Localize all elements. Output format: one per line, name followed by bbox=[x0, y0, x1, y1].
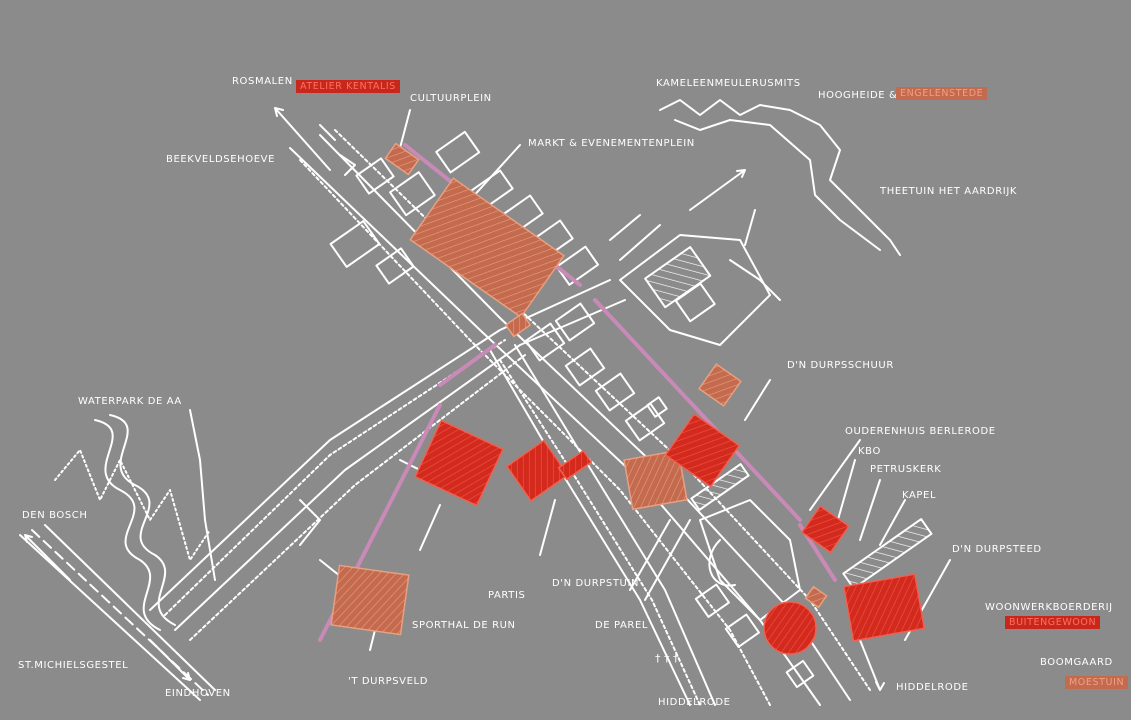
block-se bbox=[699, 499, 801, 621]
building bbox=[554, 302, 596, 342]
arrow-rosmalen bbox=[274, 107, 331, 171]
label-dn-durpstuin: D'N DURPSTUIN bbox=[552, 578, 640, 589]
hatched-strip bbox=[690, 463, 750, 511]
partis-wing bbox=[557, 449, 593, 481]
label-theetuin: THEETUIN HET AARDRIJK bbox=[880, 186, 1018, 197]
label-t-durpsveld: 'T DURPSVELD bbox=[348, 676, 429, 687]
cross-road-wavy-b bbox=[189, 354, 526, 641]
label-dn-durpsschuur: D'N DURPSSCHUUR bbox=[787, 360, 894, 371]
ouderenhuis-red bbox=[664, 412, 741, 488]
building bbox=[435, 130, 481, 174]
arrow-den-bosch bbox=[24, 534, 71, 581]
river-bank bbox=[54, 449, 211, 561]
building bbox=[785, 659, 815, 689]
arrow-northeast bbox=[689, 169, 746, 211]
small-orange bbox=[804, 585, 828, 609]
building bbox=[594, 372, 636, 412]
building bbox=[555, 245, 600, 286]
building bbox=[646, 396, 668, 418]
tag-moestuin: MOESTUIN bbox=[1065, 676, 1129, 689]
label-kbo: KBO bbox=[858, 446, 881, 457]
durpsteed-red bbox=[842, 573, 926, 642]
label-rosmalen: ROSMALEN bbox=[232, 76, 293, 87]
river-a bbox=[94, 419, 161, 631]
park-edge bbox=[189, 409, 216, 581]
pink-route bbox=[438, 343, 497, 387]
plein-small bbox=[504, 312, 532, 338]
highway-b bbox=[44, 524, 216, 691]
label-sporthal: SPORTHAL DE RUN bbox=[412, 620, 516, 631]
arrow-eindhoven bbox=[149, 639, 191, 681]
durpsschuur bbox=[698, 363, 742, 407]
label-woonwerkboerderij: WOONWERKBOERDERIJ bbox=[985, 602, 1113, 613]
label-markt-evenementenplein: MARKT & EVENEMENTENPLEIN bbox=[528, 138, 695, 149]
petruskerk-red bbox=[763, 601, 817, 655]
label-dn-durpsteed: D'N DURPSTEED bbox=[952, 544, 1042, 555]
building bbox=[564, 347, 606, 387]
partis bbox=[505, 439, 569, 502]
treeline bbox=[659, 99, 901, 256]
building bbox=[524, 322, 566, 362]
label-boomgaard: BOOMGAARD bbox=[1040, 657, 1113, 668]
label-eindhoven: EINDHOVEN bbox=[165, 688, 231, 699]
label-ouderenhuis: OUDERENHUIS BERLERODE bbox=[845, 426, 996, 437]
arrow-hiddelrode bbox=[859, 639, 885, 691]
building bbox=[389, 171, 436, 217]
building bbox=[375, 247, 415, 285]
building bbox=[624, 402, 666, 442]
building-outline bbox=[299, 499, 346, 581]
label-st-michielsgestel: ST.MICHIELSGESTEL bbox=[18, 660, 129, 671]
building bbox=[644, 246, 712, 309]
label-cultuurplein: CULTUURPLEIN bbox=[410, 93, 492, 104]
highway-a bbox=[19, 534, 201, 701]
tag-atelier-kentalis: ATELIER KENTALIS bbox=[296, 80, 400, 93]
durpsveld bbox=[330, 564, 410, 636]
cultuurplein-area bbox=[384, 142, 420, 176]
label-waterpark: WATERPARK DE AA bbox=[78, 396, 182, 407]
label-den-bosch: DEN BOSCH bbox=[22, 510, 88, 521]
kbo-red bbox=[800, 505, 850, 554]
label-hiddelrode-right: HIDDELRODE bbox=[896, 682, 969, 693]
building bbox=[724, 613, 760, 648]
svg-text:† † †: † † † bbox=[655, 652, 679, 665]
label-de-parel: DE PAREL bbox=[595, 620, 649, 631]
tag-engelenstede: ENGELENSTEDE bbox=[896, 87, 988, 100]
label-hiddelrode-bottom: HIDDELRODE bbox=[658, 697, 731, 708]
block-ne bbox=[619, 234, 771, 346]
tag-buitengewoon: BUITENGEWOON bbox=[1005, 616, 1101, 629]
south-road-b bbox=[514, 344, 716, 706]
main-road-wavy-a bbox=[299, 159, 771, 706]
building-outline bbox=[319, 124, 356, 176]
label-beekveldse-hoeve: BEEKVELDSEHOEVE bbox=[166, 154, 276, 165]
curve-building bbox=[708, 539, 736, 587]
markt-plein bbox=[409, 177, 565, 319]
label-hoogheide: HOOGHEIDE & bbox=[818, 90, 898, 101]
cross-road-edge-b bbox=[174, 299, 626, 631]
pink-route bbox=[593, 298, 802, 522]
durpstuin bbox=[623, 449, 688, 511]
south-road-a bbox=[489, 349, 691, 706]
cross-road-edge-a bbox=[149, 279, 611, 611]
river-b bbox=[109, 414, 176, 626]
building-outline bbox=[609, 214, 781, 301]
treeline-2 bbox=[674, 119, 881, 251]
building bbox=[355, 157, 395, 195]
building bbox=[694, 583, 730, 618]
sporthal-de-run bbox=[414, 419, 504, 507]
label-kameleenmeulerusmits: KAMELEENMEULERUSMITS bbox=[656, 78, 801, 89]
label-partis: PARTIS bbox=[488, 590, 526, 601]
label-petruskerk: PETRUSKERK bbox=[870, 464, 942, 475]
label-kapel: KAPEL bbox=[902, 490, 937, 501]
hatched-strip bbox=[842, 518, 933, 590]
building bbox=[674, 282, 716, 323]
south-road-wavy bbox=[499, 359, 701, 706]
building bbox=[329, 220, 381, 268]
